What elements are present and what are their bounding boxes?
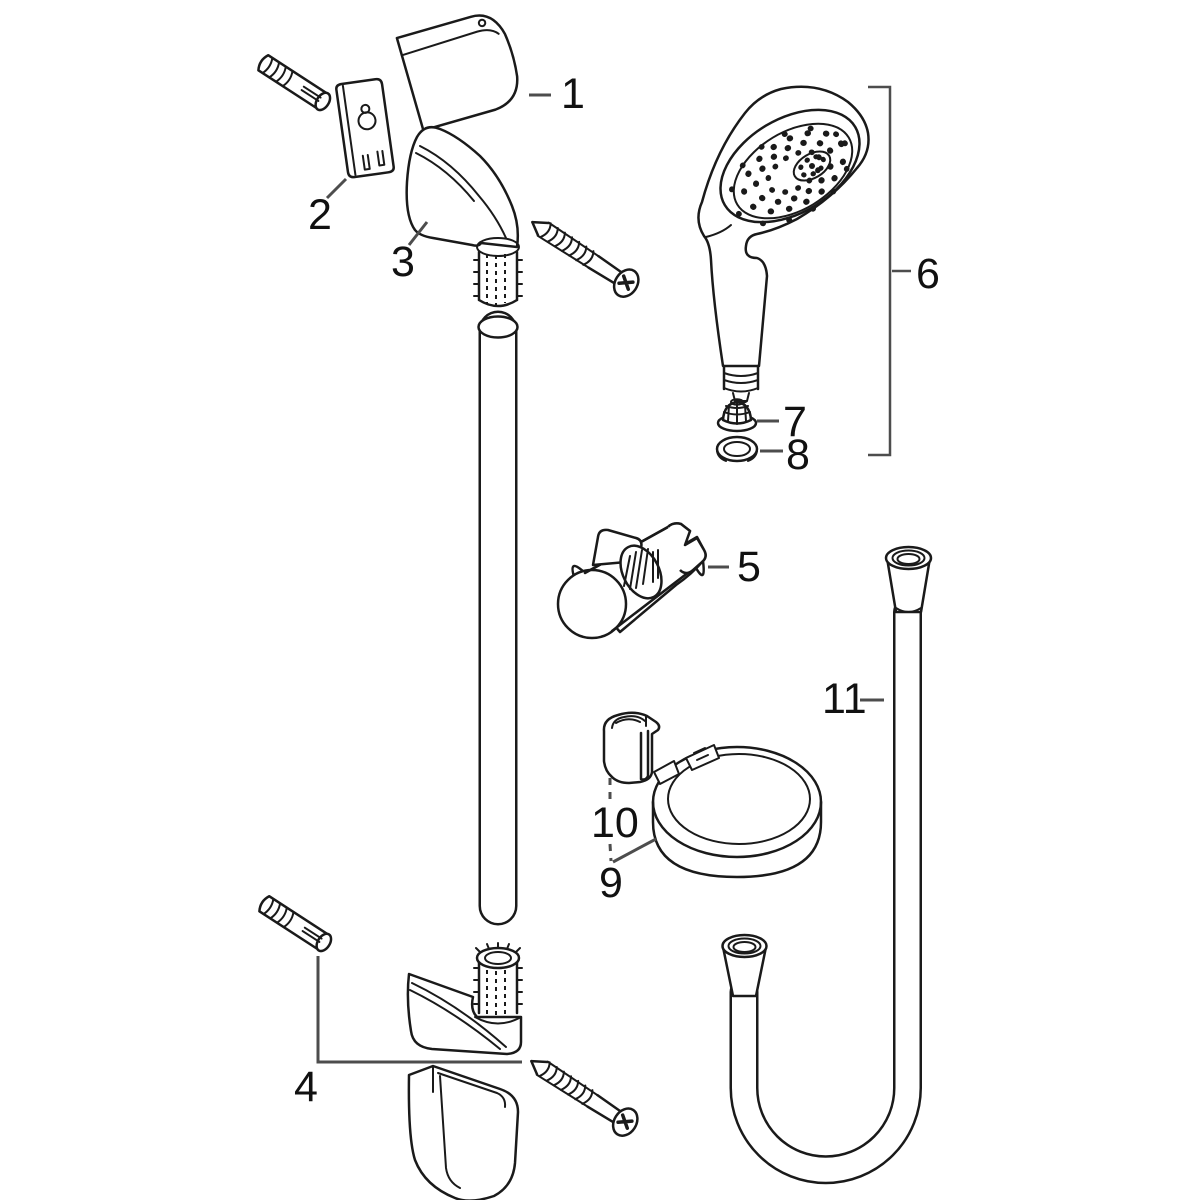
part-9-holder-ring-drawing [651,744,823,879]
part-label-10: 10 [591,799,639,847]
part-11-shower-hose-drawing [721,545,933,1185]
part-3-rail-bracket-top-drawing [405,126,523,308]
leader-lines [316,85,911,1064]
handle-waist-line [705,224,732,238]
part-label-3: 3 [391,238,415,286]
shower-rail-drawing [477,310,519,926]
part-label-8: 8 [786,431,810,479]
part-4-rail-bracket-bottom-drawing [406,942,523,1056]
wall-plug-bottom-drawing [258,894,333,953]
part-label-9: 9 [599,859,623,907]
hand-shower-connector [722,364,760,404]
part-label-5: 5 [737,543,761,591]
leader-line-4 [316,956,522,1064]
spray-center-jet [792,150,832,182]
part-label-4: 4 [294,1063,318,1111]
leader-line-3 [407,221,429,246]
part-label-6: 6 [916,250,940,298]
part-6-hand-shower-drawing [697,85,870,404]
leader-bracket-6 [868,85,911,457]
spray-nozzle-dots [728,125,852,227]
hose-fitting-top [884,545,933,614]
screw-top-drawing [531,220,640,298]
part-label-1: 1 [561,70,585,118]
screw-bottom-drawing [530,1059,639,1137]
leader-line-10b [608,843,613,862]
ring-clamp-tab [653,760,680,785]
cover-cap-bottom-drawing [407,1064,520,1200]
part-label-2: 2 [308,191,332,239]
hand-shower-silhouette [697,85,870,368]
part-2-wall-plate-drawing [335,77,395,179]
hose-fitting-bottom [721,933,768,998]
leader-line-2 [325,177,348,200]
part-labels: 1 2 3 4 5 6 7 8 9 10 11 [294,70,940,1111]
part-5-slider-holder-drawing [556,522,707,640]
part-7-filter-insert-drawing [716,398,758,433]
part-label-11: 11 [822,675,867,723]
part-8-seal-washer-drawing [715,435,759,463]
wall-plug-top-drawing [257,53,332,112]
leader-line-9 [612,837,657,864]
part-10-clip-drawing [602,711,661,785]
part-1-cover-cap-drawing [395,14,519,132]
part-label-7: 7 [783,398,807,446]
